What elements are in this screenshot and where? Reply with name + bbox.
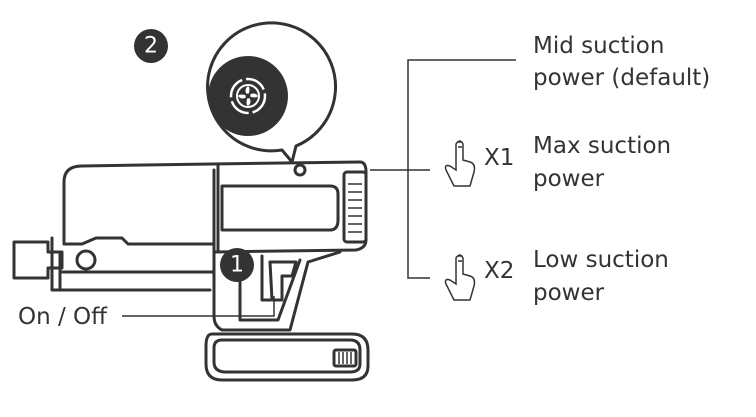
- vacuum-body: [12, 160, 370, 382]
- finger-press-icon: [444, 140, 476, 187]
- finger-press-icon: [444, 254, 476, 301]
- fan-icon: [229, 77, 267, 115]
- on-off-callout: On / Off: [18, 296, 275, 330]
- on-off-label: On / Off: [18, 304, 108, 330]
- step-2-badge: 2: [134, 29, 168, 63]
- low-suction-line1: Low suction: [533, 247, 669, 273]
- step-2-number: 2: [144, 34, 158, 59]
- step-1-badge: 1: [220, 248, 254, 282]
- mode-bracket: [370, 59, 516, 279]
- max-suction-line2: power: [533, 166, 605, 192]
- max-suction-line1: Max suction: [533, 133, 671, 159]
- mode-button-callout: [206, 21, 337, 164]
- low-suction-line2: power: [533, 280, 605, 306]
- max-press-count: X1: [484, 145, 514, 171]
- mid-suction-line2: power (default): [533, 65, 710, 91]
- low-press-count: X2: [484, 258, 514, 284]
- mid-suction-line1: Mid suction: [533, 33, 664, 59]
- step-1-number: 1: [230, 253, 244, 278]
